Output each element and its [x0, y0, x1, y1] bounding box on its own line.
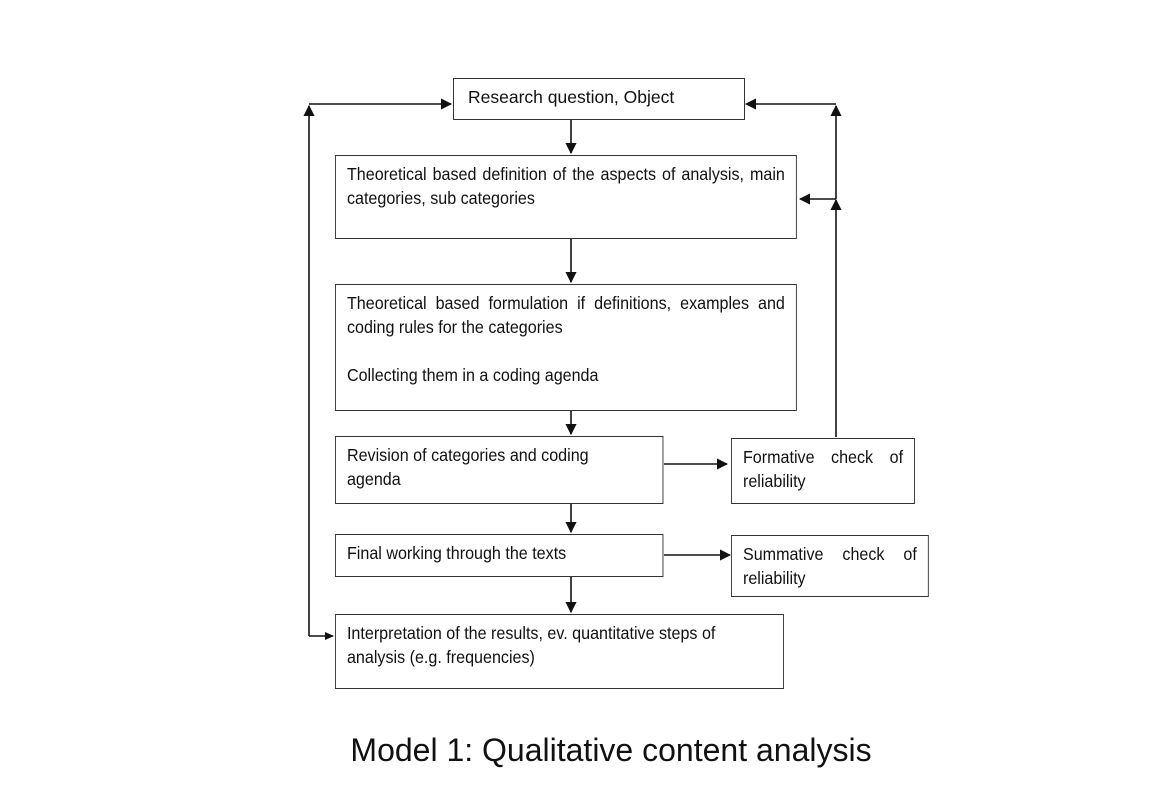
node-interpretation-text: Interpretation of the results, ev. quant…: [346, 623, 716, 667]
node-final-working-text: Final working through the texts: [346, 543, 567, 563]
node-formative-check: Formative check of reliability: [731, 438, 915, 504]
node-formulation: Theoretical based formulation if definit…: [335, 284, 797, 411]
figure-caption: Model 1: Qualitative content analysis: [350, 732, 872, 768]
node-revision-text: Revision of categories and coding agenda: [346, 445, 589, 489]
node-interpretation: Interpretation of the results, ev. quant…: [335, 614, 784, 689]
node-summative-check-text: Summative check of reliability: [742, 544, 917, 588]
node-final-working: Final working through the texts: [335, 534, 664, 577]
node-summative-check: Summative check of reliability: [731, 535, 929, 597]
loop-arrowhead-interpretation: [325, 632, 334, 640]
node-revision: Revision of categories and coding agenda: [335, 436, 664, 504]
node-formative-check-text: Formative check of reliability: [742, 447, 904, 491]
node-definition-text: Theoretical based definition of the aspe…: [346, 164, 785, 208]
node-definition: Theoretical based definition of the aspe…: [335, 155, 797, 239]
node-formulation-text: Theoretical based formulation if definit…: [346, 293, 785, 337]
node-research-question-text: Research question, Object: [468, 87, 675, 107]
node-formulation-text-2: Collecting them in a coding agenda: [346, 365, 599, 385]
node-research-question: Research question, Object: [453, 78, 745, 120]
